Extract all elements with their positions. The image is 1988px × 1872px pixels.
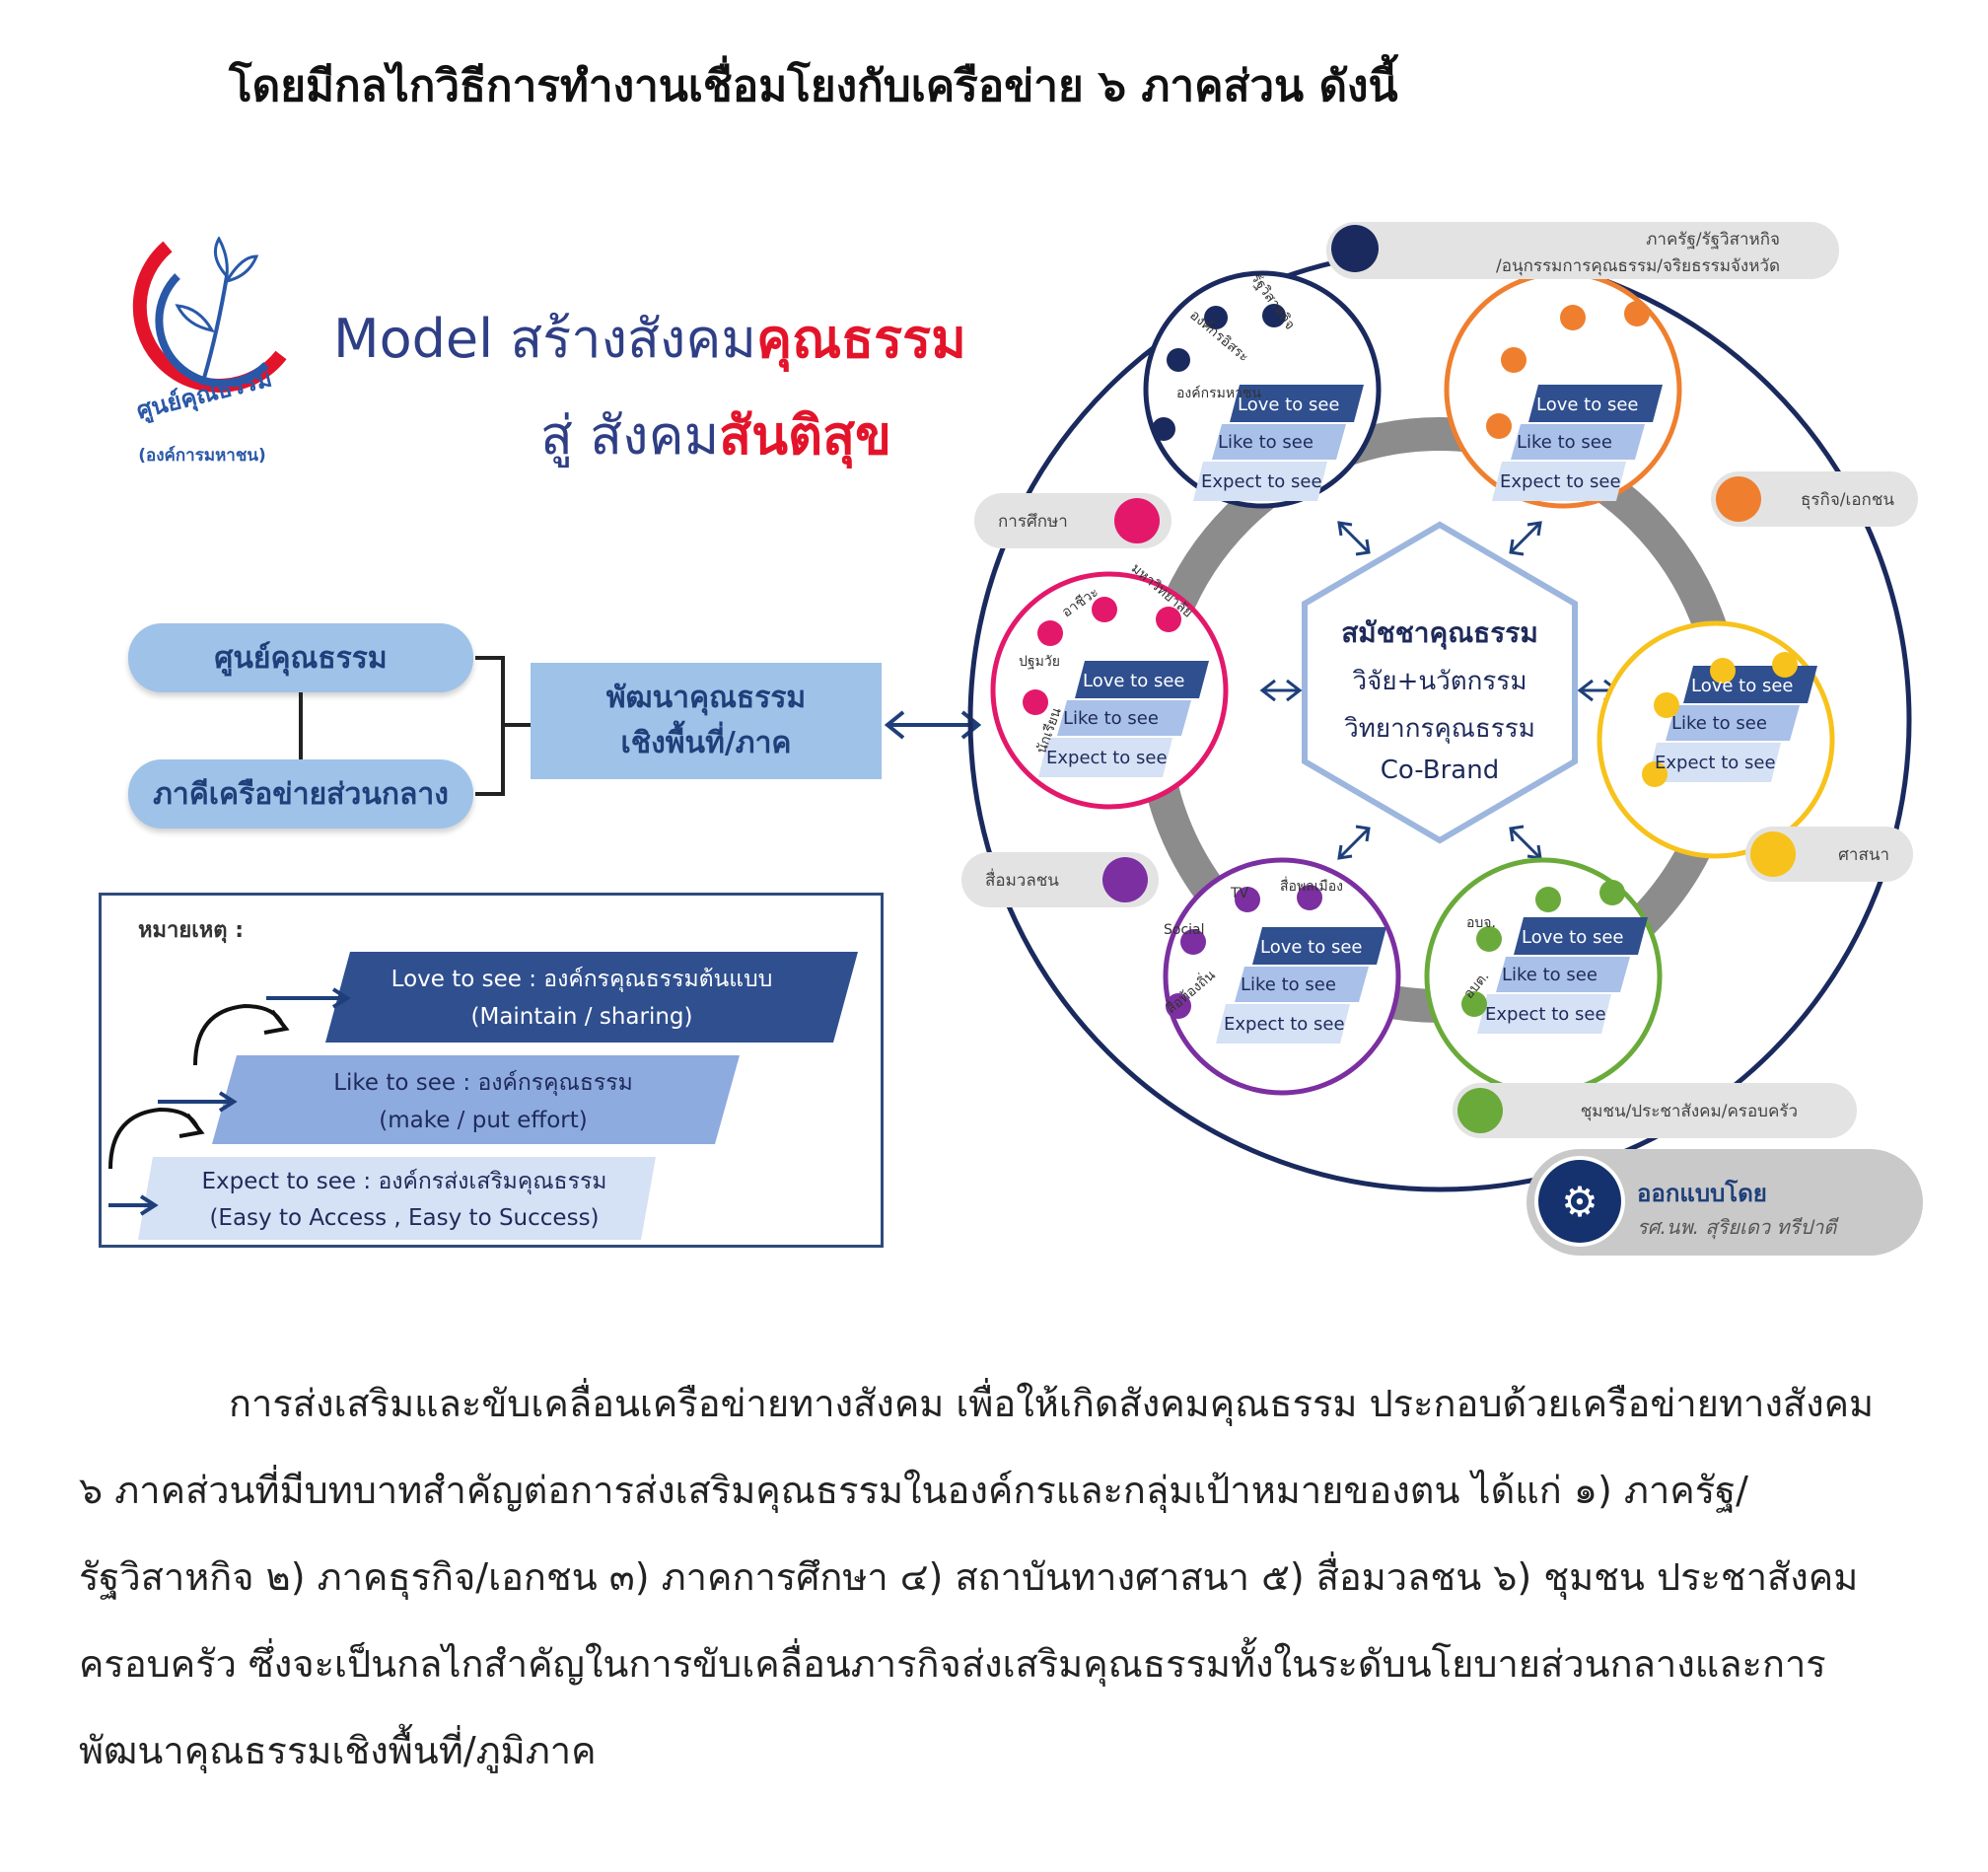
business-sector-dot	[1716, 476, 1761, 522]
education-love-label: Love to see	[1083, 671, 1185, 691]
center-line-1: สมัชชาคุณธรรม	[1341, 616, 1538, 649]
gov-love-label: Love to see	[1238, 395, 1340, 415]
community-sub-pao: อบจ.	[1466, 915, 1496, 931]
sector-dots	[1023, 301, 1798, 1019]
media-expect-label: Expect to see	[1224, 1014, 1345, 1035]
community-like-label: Like to see	[1502, 965, 1598, 985]
partner-pill: ภาคีเครือข่ายส่วนกลาง	[128, 759, 473, 828]
legend-like-line2: (make / put effort)	[379, 1108, 588, 1133]
legend-love-line2: (Maintain / sharing)	[470, 1004, 693, 1030]
legend-title: หมายเหตุ :	[138, 918, 245, 943]
tag-gov: ภาครัฐ/รัฐวิสาหกิจ /อนุกรรมการคุณธรรม/จร…	[1326, 222, 1839, 279]
model-title-prefix: Model สร้างสังคม	[333, 308, 756, 370]
paragraph-line-4: ครอบครัว ซึ่งจะเป็นกลไกสำคัญในการขับเคลื…	[79, 1642, 1826, 1686]
model-title: Model สร้างสังคมคุณธรรม	[333, 296, 966, 381]
dev-line-2: เชิงพื้นที่/ภาค	[620, 726, 792, 760]
legend-expect-line2: (Easy to Access , Easy to Success)	[209, 1205, 600, 1231]
page-heading: โดยมีกลไกวิธีการทำงานเชื่อมโยงกับเครือข่…	[229, 61, 1398, 111]
legend-love-line1: Love to see : องค์กรคุณธรรมต้นแบบ	[390, 967, 773, 992]
left-connectors	[299, 656, 982, 796]
designer-name: รศ.นพ. สุริยเดว ทรีปาตี	[1637, 1215, 1837, 1239]
media-sub-social: Social	[1164, 922, 1205, 938]
gov-sector-dot	[1331, 225, 1379, 272]
network-diagram	[967, 248, 1912, 1192]
paragraph-line-5: พัฒนาคุณธรรมเชิงพื้นที่/ภูมิภาค	[79, 1729, 597, 1772]
model-title-highlight: คุณธรรม	[756, 308, 966, 370]
legend-like-line1: Like to see : องค์กรคุณธรรม	[333, 1070, 633, 1096]
center-pill: ศูนย์คุณธรรม	[128, 623, 473, 692]
organization-logo	[132, 237, 287, 393]
legend-like-bar	[212, 1055, 740, 1144]
education-sector-dot	[1114, 498, 1160, 543]
center-line-4: Co-Brand	[1380, 756, 1500, 785]
media-love-label: Love to see	[1260, 937, 1363, 958]
regional-development-box: พัฒนาคุณธรรม เชิงพื้นที่/ภาค	[531, 663, 882, 779]
paragraph-line-1: การส่งเสริมและขับเคลื่อนเครือข่ายทางสังค…	[229, 1382, 1875, 1425]
gov-like-label: Like to see	[1218, 432, 1314, 453]
center-line-2: วิจัย+นวัตกรรม	[1352, 667, 1527, 696]
tag-community: ชุมชน/ประชาสังคม/ครอบครัว	[1453, 1083, 1857, 1138]
gear-icon: ⚙	[1534, 1156, 1625, 1247]
community-love-label: Love to see	[1522, 927, 1624, 948]
business-love-label: Love to see	[1536, 395, 1639, 415]
model-sub-highlight: สันติสุข	[719, 404, 891, 467]
logo-subtitle: (องค์การมหาชน)	[138, 446, 266, 466]
legend-box	[99, 893, 884, 1248]
business-expect-label: Expect to see	[1500, 471, 1621, 492]
media-sub-tv: TV	[1231, 886, 1249, 901]
tag-gov-line2: /อนุกรรมการคุณธรรม/จริยธรรมจังหวัด	[1496, 256, 1780, 276]
legend-love-bar	[325, 952, 858, 1043]
education-like-label: Like to see	[1063, 708, 1159, 729]
gov-sub-public-org: องค์กรมหาชน	[1176, 386, 1261, 401]
religion-sector-dot	[1750, 831, 1796, 877]
community-sector-dot	[1457, 1088, 1503, 1133]
legend-expect-line1: Expect to see : องค์กรส่งเสริมคุณธรรม	[201, 1169, 607, 1194]
paragraph-line-3: รัฐวิสาหกิจ ๒) ภาคธุรกิจ/เอกชน ๓) ภาคการ…	[79, 1555, 1859, 1599]
center-line-3: วิทยากรคุณธรรม	[1344, 714, 1535, 744]
center-hexagon	[1302, 521, 1578, 844]
model-subtitle: สู่ สังคมสันติสุข	[540, 393, 891, 477]
edu-sub-early: ปฐมวัย	[1019, 654, 1060, 670]
legend-graphic	[108, 952, 858, 1240]
religion-expect-label: Expect to see	[1655, 753, 1776, 773]
business-like-label: Like to see	[1517, 432, 1612, 453]
media-sub-citizen: สื่อพลเมือง	[1280, 879, 1344, 895]
legend-expect-bar	[138, 1157, 656, 1240]
gov-expect-label: Expect to see	[1201, 471, 1322, 492]
media-like-label: Like to see	[1241, 974, 1336, 995]
level-bars	[1038, 385, 1817, 1044]
education-expect-label: Expect to see	[1046, 748, 1168, 768]
model-sub-prefix: สู่ สังคม	[540, 404, 720, 467]
designer-label: ออกแบบโดย	[1637, 1180, 1767, 1207]
media-sector-dot	[1102, 857, 1148, 902]
paragraph-line-2: ๖ ภาคส่วนที่มีบทบาทสำคัญต่อการส่งเสริมคุ…	[79, 1469, 1748, 1512]
tag-gov-line1: ภาครัฐ/รัฐวิสาหกิจ	[1646, 230, 1780, 250]
religion-love-label: Love to see	[1691, 676, 1794, 696]
dev-line-1: พัฒนาคุณธรรม	[605, 681, 807, 715]
community-expect-label: Expect to see	[1485, 1004, 1606, 1025]
religion-like-label: Like to see	[1671, 713, 1767, 734]
